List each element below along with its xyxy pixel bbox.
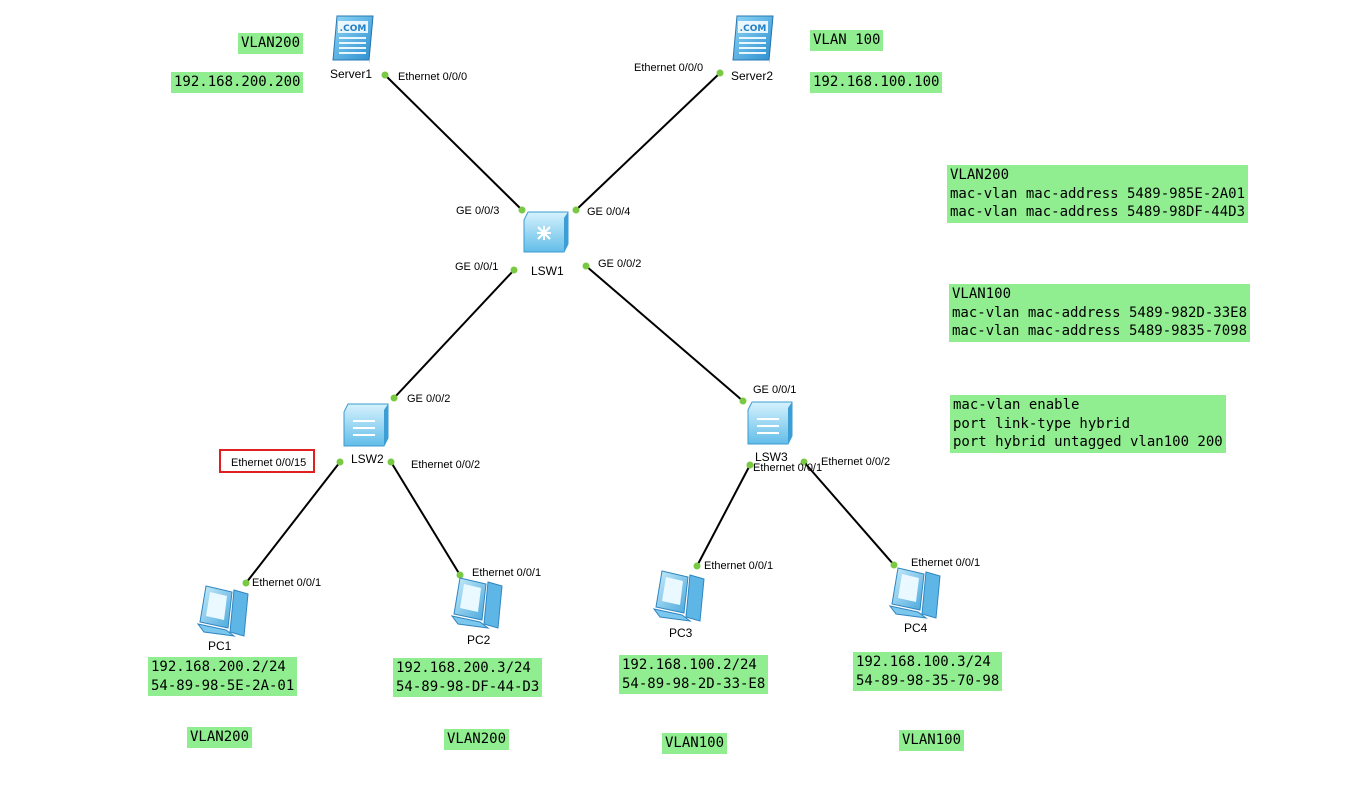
port-dot	[336, 458, 344, 466]
pc2-vlan-note: VLAN200	[444, 729, 510, 750]
server2-vlan-note: VLAN 100	[810, 30, 884, 51]
lsw3-switch-icon[interactable]	[747, 401, 793, 445]
port-dot	[693, 562, 701, 570]
lsw1-switch-icon[interactable]	[523, 211, 569, 253]
server1-icon[interactable]: .COM	[332, 15, 374, 64]
server2-ip-note: 192.168.100.100	[810, 72, 943, 93]
server1-ip-note: 192.168.200.200	[171, 72, 304, 93]
note-line: 192.168.100.3/24	[856, 654, 991, 670]
port-label-lsw3-ge1: GE 0/0/1	[753, 384, 797, 396]
pc1-computer-icon[interactable]	[196, 585, 249, 637]
link-lsw3-pc4	[803, 461, 895, 566]
pc1-label: PC1	[208, 639, 232, 653]
port-dot	[800, 458, 808, 466]
link-lsw2-pc1	[245, 461, 341, 584]
port-dot	[572, 206, 580, 214]
server1-badge: .COM	[340, 24, 367, 34]
note-line: mac-vlan mac-address 5489-982D-33E8	[952, 304, 1248, 321]
lsw2-label: LSW2	[351, 452, 384, 466]
port-dot	[890, 561, 898, 569]
server2-label: Server2	[731, 69, 774, 83]
note-line: 192.168.200.3/24	[396, 660, 531, 676]
port-label-server2-eth: Ethernet 0/0/0	[634, 62, 704, 74]
pc1-vlan-note: VLAN200	[187, 727, 253, 748]
note-line: mac-vlan mac-address 5489-98DF-44D3	[950, 204, 1246, 220]
port-label-lsw2-eth15: Ethernet 0/0/15	[231, 457, 307, 469]
port-label-lsw3-eth2: Ethernet 0/0/2	[821, 456, 891, 468]
link-lsw1-lsw2	[393, 269, 515, 399]
port-label-lsw1-ge2: GE 0/0/2	[598, 258, 642, 270]
port-dot	[582, 262, 590, 270]
config-note: mac-vlan enable port link-type hybrid port…	[950, 395, 1226, 453]
port-label-pc3-eth: Ethernet 0/0/1	[704, 560, 774, 572]
highlighted-port-box: Ethernet 0/0/15	[219, 449, 315, 473]
vlan100-mac-note: VLAN100 mac-vlan mac-address 5489-982D-33…	[949, 284, 1251, 342]
port-dots	[242, 69, 898, 587]
port-label-pc4-eth: Ethernet 0/0/1	[911, 557, 981, 569]
port-label-pc1-eth: Ethernet 0/0/1	[252, 577, 322, 589]
server2-icon[interactable]: .COM	[732, 15, 774, 64]
port-dot	[518, 206, 526, 214]
pc1-info-note: 192.168.200.2/24 54-89-98-5E-2A-01	[148, 657, 298, 696]
port-dot	[390, 394, 398, 402]
port-label-pc2-eth: Ethernet 0/0/1	[472, 567, 542, 579]
pc3-computer-icon[interactable]	[652, 570, 705, 622]
link-server2-lsw1	[575, 72, 721, 211]
port-dot	[387, 458, 395, 466]
pc4-label: PC4	[904, 621, 928, 635]
note-line: 192.168.200.2/24	[151, 659, 286, 675]
port-dot	[381, 71, 389, 79]
note-line: VLAN200	[950, 167, 1010, 183]
port-label-lsw2-eth2: Ethernet 0/0/2	[411, 459, 481, 471]
link-server1-lsw1	[384, 74, 523, 211]
pc3-info-note: 192.168.100.2/24 54-89-98-2D-33-E8	[619, 655, 769, 694]
port-dot	[716, 69, 724, 77]
server1-vlan-note: VLAN200	[238, 33, 304, 54]
port-dot	[746, 461, 754, 469]
port-label-server1-eth: Ethernet 0/0/0	[398, 71, 468, 83]
note-line: VLAN100	[952, 286, 1012, 302]
note-line: mac-vlan enable	[953, 397, 1080, 413]
note-line: port link-type hybrid	[953, 415, 1131, 432]
note-line: 54-89-98-DF-44-D3	[396, 678, 540, 695]
port-label-lsw1-ge1: GE 0/0/1	[455, 261, 499, 273]
lsw3-label: LSW3	[755, 450, 788, 464]
port-dot	[456, 571, 464, 579]
link-lsw2-pc2	[390, 461, 461, 576]
port-label-lsw2-ge2: GE 0/0/2	[407, 393, 451, 405]
note-line: 192.168.100.2/24	[622, 657, 757, 673]
port-dot	[739, 397, 747, 405]
vlan200-mac-note: VLAN200 mac-vlan mac-address 5489-985E-2A…	[947, 165, 1249, 223]
note-line: 54-89-98-2D-33-E8	[622, 675, 766, 692]
port-dot	[510, 266, 518, 274]
port-dot	[242, 579, 250, 587]
note-line: 54-89-98-35-70-98	[856, 672, 1000, 689]
link-lsw1-lsw3	[585, 265, 744, 402]
pc4-computer-icon[interactable]	[888, 567, 941, 619]
lsw1-label: LSW1	[531, 264, 564, 278]
pc2-label: PC2	[467, 633, 491, 647]
pc3-label: PC3	[669, 626, 693, 640]
note-line: 54-89-98-5E-2A-01	[151, 677, 295, 694]
link-lsw3-pc3	[696, 464, 751, 567]
pc3-vlan-note: VLAN100	[662, 733, 728, 754]
server1-label: Server1	[330, 67, 373, 81]
pc4-info-note: 192.168.100.3/24 54-89-98-35-70-98	[853, 652, 1003, 691]
note-line: mac-vlan mac-address 5489-9835-7098	[952, 323, 1248, 339]
pc2-computer-icon[interactable]	[450, 577, 503, 629]
port-label-lsw1-ge4: GE 0/0/4	[587, 206, 631, 218]
port-label-lsw3-eth1: Ethernet 0/0/1	[753, 462, 823, 474]
port-label-lsw1-ge3: GE 0/0/3	[456, 205, 500, 217]
note-line: port hybrid untagged vlan100 200	[953, 434, 1223, 450]
server2-badge: .COM	[740, 24, 767, 34]
links	[245, 72, 895, 584]
pc2-info-note: 192.168.200.3/24 54-89-98-DF-44-D3	[393, 658, 543, 697]
note-line: mac-vlan mac-address 5489-985E-2A01	[950, 185, 1246, 202]
pc4-vlan-note: VLAN100	[899, 730, 965, 751]
lsw2-switch-icon[interactable]	[343, 403, 389, 447]
